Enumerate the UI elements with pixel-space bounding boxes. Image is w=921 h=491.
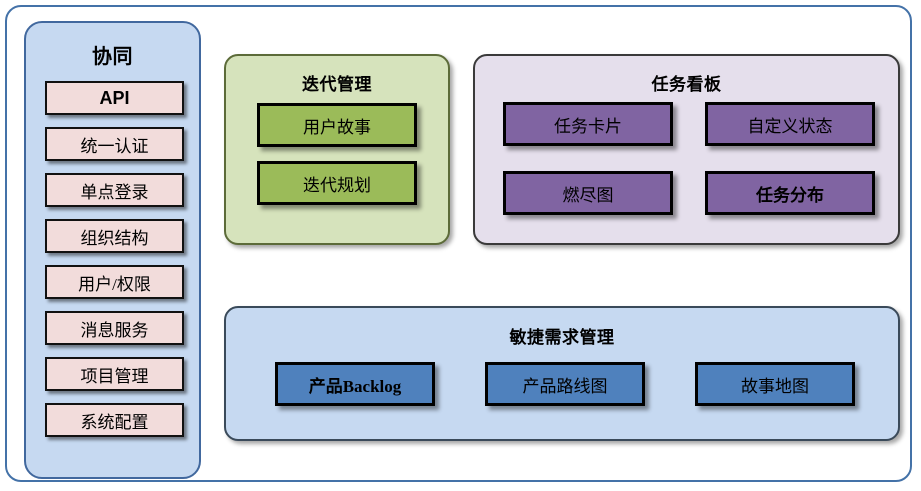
agile-item-product-backlog[interactable]: 产品Backlog	[275, 362, 435, 406]
iteration-item-list: 用户故事 迭代规划	[257, 103, 417, 219]
panel-task-board-title: 任务看板	[651, 75, 722, 94]
agile-item-list: 产品Backlog 产品路线图 故事地图	[275, 362, 855, 406]
sidebar-item-user-permission[interactable]: 用户/权限	[45, 265, 184, 299]
panel-iteration-management-title: 迭代管理	[302, 75, 372, 94]
panel-task-board: 任务看板 任务卡片 自定义状态 燃尽图 任务分布	[473, 54, 900, 245]
diagram-outer-frame: 协同 API 统一认证 单点登录 组织结构 用户/权限 消息服务 项目管理 系统…	[5, 5, 912, 482]
iteration-item-iteration-planning[interactable]: 迭代规划	[257, 161, 417, 205]
sidebar-item-message-service[interactable]: 消息服务	[45, 311, 184, 345]
task-board-item-grid: 任务卡片 自定义状态 燃尽图 任务分布	[503, 102, 875, 215]
sidebar-item-org-structure[interactable]: 组织结构	[45, 219, 184, 253]
collaboration-item-list: API 统一认证 单点登录 组织结构 用户/权限 消息服务 项目管理 系统配置	[45, 81, 184, 449]
task-board-item-custom-status[interactable]: 自定义状态	[705, 102, 875, 146]
panel-collaboration: 协同 API 统一认证 单点登录 组织结构 用户/权限 消息服务 项目管理 系统…	[24, 21, 201, 479]
agile-item-story-map[interactable]: 故事地图	[695, 362, 855, 406]
task-board-item-burndown-chart[interactable]: 燃尽图	[503, 171, 673, 215]
sidebar-item-unified-auth[interactable]: 统一认证	[45, 127, 184, 161]
sidebar-item-system-config[interactable]: 系统配置	[45, 403, 184, 437]
agile-item-product-roadmap[interactable]: 产品路线图	[485, 362, 645, 406]
panel-agile-requirements: 敏捷需求管理 产品Backlog 产品路线图 故事地图	[224, 306, 900, 441]
panel-collaboration-title: 协同	[92, 46, 133, 68]
task-board-item-task-distribution[interactable]: 任务分布	[705, 171, 875, 215]
iteration-item-user-story[interactable]: 用户故事	[257, 103, 417, 147]
panel-iteration-management: 迭代管理 用户故事 迭代规划	[224, 54, 450, 245]
sidebar-item-api[interactable]: API	[45, 81, 184, 115]
task-board-item-task-card[interactable]: 任务卡片	[503, 102, 673, 146]
sidebar-item-project-management[interactable]: 项目管理	[45, 357, 184, 391]
sidebar-item-single-sign-on[interactable]: 单点登录	[45, 173, 184, 207]
panel-agile-requirements-title: 敏捷需求管理	[509, 328, 615, 347]
